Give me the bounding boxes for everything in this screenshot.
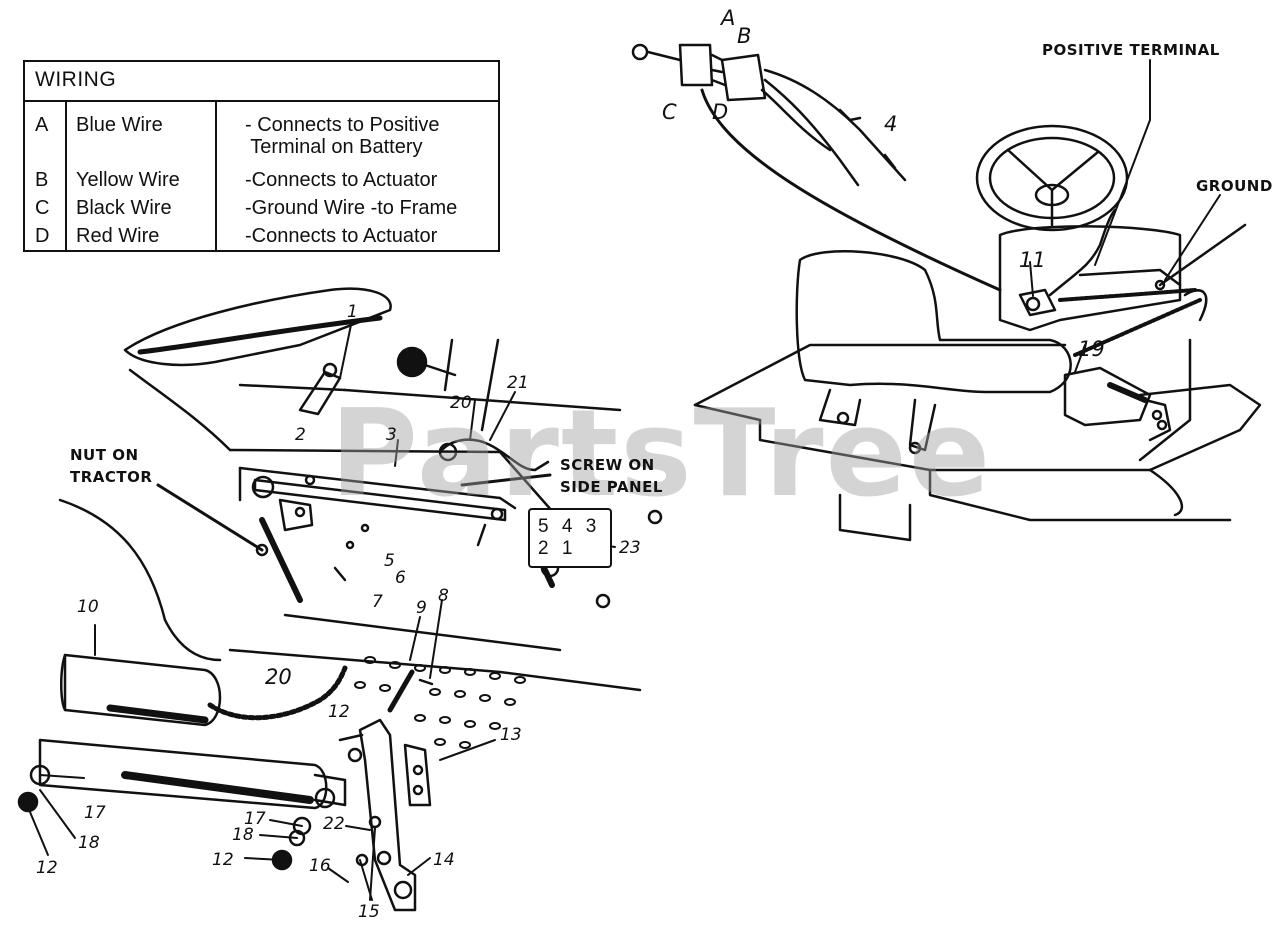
- connector-letter-c: C: [662, 100, 677, 124]
- callout-9: 9: [416, 598, 427, 618]
- actuator-cylinder: [38, 738, 347, 810]
- callout-18-lower: 18: [232, 825, 254, 845]
- actuator-bracket: [338, 718, 432, 912]
- frame-deck: [693, 338, 1262, 542]
- actuator-motor: [60, 653, 222, 727]
- fender-outline: [58, 287, 392, 662]
- wire-code: C: [35, 197, 50, 219]
- lift-link: [251, 475, 507, 547]
- lever-bracket: [278, 474, 316, 532]
- callout-20-lower: 20: [265, 665, 292, 689]
- ground-wire: [1154, 223, 1247, 291]
- callout-17-left: 17: [84, 803, 106, 823]
- wire-description: -Ground Wire -to Frame: [245, 197, 458, 219]
- spring: [255, 517, 303, 603]
- wire-description: -Connects to Actuator: [245, 225, 438, 247]
- callout-16: 16: [309, 856, 331, 876]
- spring-9: [387, 669, 434, 713]
- steering-post: [443, 338, 500, 432]
- callout-23: 23: [619, 538, 641, 558]
- callout-5: 5: [384, 551, 395, 571]
- wiring-title: WIRING: [25, 62, 498, 102]
- callout-1: 1: [347, 302, 358, 322]
- column-divider: [215, 102, 217, 250]
- callout-13: 13: [500, 725, 522, 745]
- connector-letter-a: A: [721, 6, 736, 30]
- label-nut-on-tractor-line2: TRACTOR: [70, 468, 153, 486]
- callout-14: 14: [433, 850, 455, 870]
- small-hardware: [333, 509, 663, 609]
- wiring-legend: WIRING A Blue Wire - Connects to Positiv…: [23, 60, 500, 252]
- wire-harness-upper: [438, 438, 550, 472]
- seat: [795, 250, 1072, 455]
- steering-wheel: [975, 124, 1129, 232]
- wire-color: Black Wire: [76, 197, 172, 219]
- coil-cable: [207, 665, 348, 721]
- callout-18-left: 18: [78, 833, 100, 853]
- wire-color: Yellow Wire: [76, 169, 180, 191]
- wire-code: D: [35, 225, 50, 247]
- callout-22: 22: [323, 814, 345, 834]
- callout-11: 11: [1019, 248, 1046, 272]
- wire-code: B: [35, 169, 49, 191]
- label-screw-on-line1: SCREW ON: [560, 456, 655, 474]
- callout-10: 10: [77, 597, 99, 617]
- column-divider: [65, 102, 67, 250]
- wire-color: Blue Wire: [76, 114, 163, 136]
- label-positive-terminal: POSITIVE TERMINAL: [1042, 41, 1220, 59]
- switch-connector: [631, 43, 767, 102]
- callout-15: 15: [358, 902, 380, 922]
- steering-console: [998, 225, 1197, 332]
- throttle-knob: [396, 346, 457, 378]
- harness-wires-top: [700, 68, 1002, 292]
- callout-12-lower: 12: [212, 850, 234, 870]
- callout-6: 6: [395, 568, 406, 588]
- actuator-right: [1063, 289, 1208, 442]
- callout-20-upper: 20: [450, 393, 472, 413]
- connector-letter-b: B: [737, 24, 752, 48]
- leader-lines: [29, 59, 1221, 901]
- footrest-plate: [228, 613, 642, 749]
- label-screw-on-line2: SIDE PANEL: [560, 478, 663, 496]
- callout-2: 2: [295, 425, 306, 445]
- callout-12-left: 12: [36, 858, 58, 878]
- wire-code: A: [35, 114, 49, 136]
- wire-description: -Connects to Actuator: [245, 169, 438, 191]
- callout-3: 3: [386, 425, 397, 445]
- callout-12-upper: 12: [328, 702, 350, 722]
- callout-17-lower: 17: [244, 809, 266, 829]
- callout-8: 8: [438, 586, 449, 606]
- label-ground: GROUND: [1196, 177, 1273, 195]
- callout-19: 19: [1078, 337, 1105, 361]
- callout-4: 4: [884, 112, 898, 136]
- label-nut-on-tractor-line1: NUT ON: [70, 446, 139, 464]
- wire-description: - Connects to Positive Terminal on Batte…: [245, 114, 440, 158]
- callout-7: 7: [372, 592, 383, 612]
- wire-color: Red Wire: [76, 225, 160, 247]
- callout-21: 21: [507, 373, 529, 393]
- watermark: PartsTree: [330, 385, 993, 524]
- switch-11: [1018, 208, 1117, 317]
- position-plate: 5 4 3 2 1: [528, 508, 612, 568]
- connector-letter-d: D: [712, 100, 729, 124]
